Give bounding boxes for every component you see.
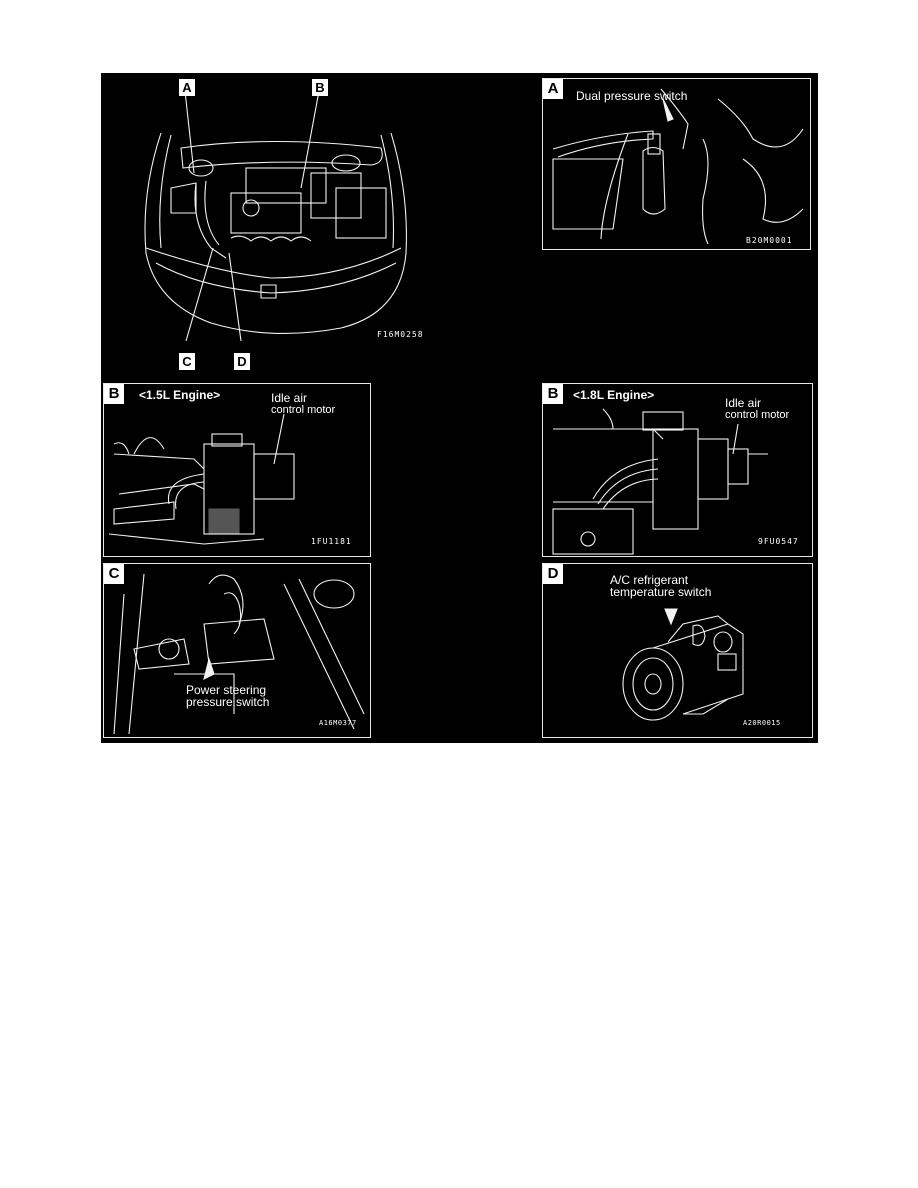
panel-b15-caption-line1: Idle air [271, 391, 308, 405]
panel-c-figure-code: A16M0377 [319, 719, 357, 727]
panel-b18-engine-label: <1.8L Engine> [573, 388, 655, 402]
callout-b: B [312, 79, 328, 96]
callout-d: D [234, 353, 250, 370]
panel-a-figure-code: B20M0001 [746, 236, 793, 245]
idle-air-control-motor-1-5l-drawing-icon [108, 413, 295, 545]
panel-b-1-8l-engine: B <1.8L Engine> Idle air control motor 9… [542, 383, 813, 557]
panel-b-1-5l-engine: B <1.5L Engine> Idle air control motor 1… [103, 383, 371, 557]
panel-b15-caption-line2: control motor [271, 404, 336, 416]
panel-a-caption: Dual pressure switch [576, 89, 688, 103]
panel-b15-tag: B [104, 384, 124, 404]
panel-a-dual-pressure-switch: A Dual pressure switch B20M0001 [542, 78, 811, 250]
callout-a: A [179, 79, 195, 96]
panel-c-power-steering-pressure-switch: C Power steering pressure switch A16M037… [103, 563, 371, 738]
panel-b18-tag: B [543, 384, 563, 404]
engine-bay-drawing-icon [144, 90, 407, 342]
panel-b15-engine-label: <1.5L Engine> [139, 388, 221, 402]
panel-b18-caption-line1: Idle air [725, 396, 762, 410]
panel-b18-caption-line2: control motor [725, 409, 790, 421]
dual-pressure-switch-drawing-icon [552, 88, 804, 245]
panel-c-caption-line1: Power steering [186, 683, 267, 697]
panel-d-figure-code: A20R0015 [743, 719, 781, 727]
panel-d-caption-line1: A/C refrigerant [610, 573, 689, 587]
engine-bay-overview: A B C D F16M0258 [101, 73, 441, 373]
panel-b15-figure-code: 1FU1181 [311, 537, 352, 546]
power-steering-pressure-switch-drawing-icon [113, 573, 365, 735]
panel-d-tag: D [543, 564, 563, 584]
panel-d-caption-line2: temperature switch [610, 585, 712, 599]
panel-a-tag: A [543, 79, 563, 99]
panel-c-tag: C [104, 564, 124, 584]
component-location-diagram-sheet: A B C D F16M0258 A Dual pressure switch … [101, 73, 818, 743]
panel-b18-figure-code: 9FU0547 [758, 537, 799, 546]
figure-code: F16M0258 [377, 330, 424, 339]
panel-d-ac-refrigerant-temperature-switch: D A/C refrigerant temperature switch A20… [542, 563, 813, 738]
idle-air-control-motor-1-8l-drawing-icon [552, 408, 768, 555]
ac-compressor-drawing-icon [622, 608, 744, 721]
callout-c: C [179, 353, 195, 370]
panel-c-caption-line2: pressure switch [186, 695, 270, 709]
